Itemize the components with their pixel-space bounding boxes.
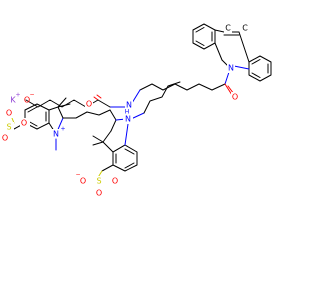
sulfonate-oxygen-lower-1: O <box>80 177 86 186</box>
potassium-ion: K <box>10 96 16 105</box>
oxide-anion-upper: O <box>24 96 30 105</box>
amide-hydrogen: H <box>125 109 130 116</box>
oxide-charge-upper: − <box>29 92 34 99</box>
amide-carbonyl-oxygen: O <box>86 100 92 109</box>
molecule-structure: C C N O N H O N + S O O O K + O − <box>0 23 272 198</box>
sulfur-lower: S <box>96 177 101 186</box>
indolium-nitrogen-upper: N <box>53 130 59 139</box>
potassium-charge: + <box>15 92 20 99</box>
sulfonate-oxygen-lower-3: O <box>112 177 118 186</box>
dbco-nitrogen: N <box>228 64 234 73</box>
alkyne-carbon-right: C <box>242 24 248 33</box>
structure-canvas: C C N O N H O N + S O O O K + O − <box>0 23 272 198</box>
dbco-carbonyl-oxygen: O <box>232 93 238 102</box>
indoline-lower <box>92 81 181 172</box>
indoline-nitrogen-lower: N <box>125 115 131 124</box>
sulfonate-oxygen-upper-3: O <box>21 119 27 128</box>
sulfonate-charge-lower: − <box>75 172 80 179</box>
sulfonate-oxygen-upper-1: O <box>6 109 12 118</box>
sulfonate-oxygen-upper-2: O <box>2 134 8 143</box>
indolium-charge-upper: + <box>60 126 65 133</box>
sulfonate-oxygen-lower-2: O <box>96 189 102 198</box>
alkyne-carbon-left: C <box>225 24 231 33</box>
amide-nitrogen: N <box>126 101 132 110</box>
sulfur-upper: S <box>6 123 11 132</box>
